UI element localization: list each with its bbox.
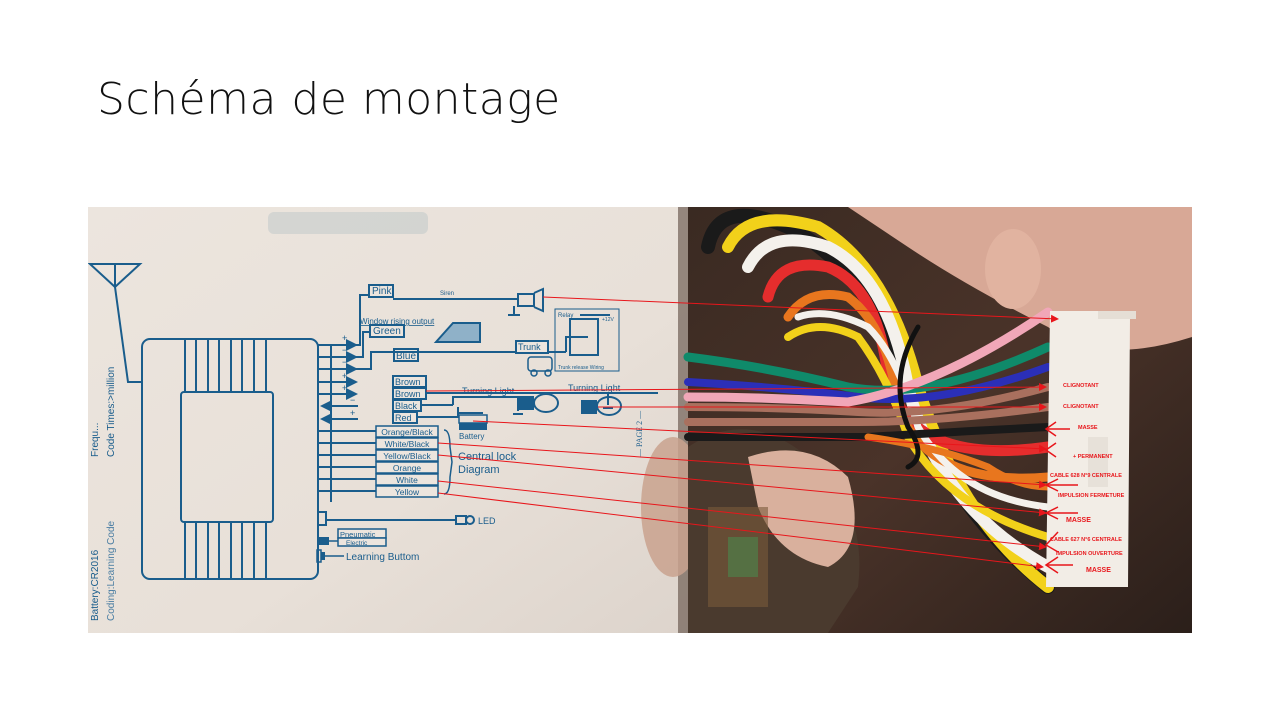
trunk-release-label: Trunk release Wiring xyxy=(558,365,604,371)
slide-title: Schéma de montage xyxy=(97,74,561,125)
connector-label: MASSE xyxy=(1066,517,1091,524)
wiring-figure: + − − + + − + Pink Siren Window rising o… xyxy=(88,207,1192,633)
coding-text: Coding:Learning Code xyxy=(106,520,117,621)
connector-label: MASSE xyxy=(1086,567,1111,574)
connector-label: CABLE 628 N°9 CENTRALE xyxy=(1050,473,1122,479)
relay-label: Relay xyxy=(558,313,573,319)
polarity-sign: + xyxy=(342,371,347,381)
wire-label-blue: Blue xyxy=(396,351,416,362)
connector-label: IMPULSION FERMETURE xyxy=(1058,493,1125,499)
pneumatic-label: Pneumatic xyxy=(340,530,376,539)
page-marker: — PAGE 2 — xyxy=(635,410,644,458)
connector-label: IMPULSION OUVERTURE xyxy=(1056,551,1123,557)
polarity-sign: − xyxy=(342,357,347,367)
connector-label: MASSE xyxy=(1078,425,1098,431)
wire-label-white: White xyxy=(396,475,418,485)
wire-photo: CLIGNOTANT CLIGNOTANT MASSE + PERMANENT … xyxy=(683,207,1192,633)
central-lock-label: Central lock xyxy=(458,451,517,463)
central-lock-label: Diagram xyxy=(458,464,500,476)
turning-light-label: Turning Light xyxy=(568,383,621,393)
battery-icon xyxy=(458,414,488,430)
polarity-sign: + xyxy=(350,408,355,418)
trunk-label: Trunk xyxy=(518,342,541,352)
turn-light-icon xyxy=(518,393,559,413)
connector-label: + PERMANENT xyxy=(1073,454,1113,460)
connector-label: CLIGNOTANT xyxy=(1063,383,1099,389)
wire-label-white-black: White/Black xyxy=(385,439,431,449)
wire-label-red: Red xyxy=(395,413,412,423)
connection-lines xyxy=(425,296,1059,571)
wire-label-black: Black xyxy=(395,401,418,411)
wire-label-green: Green xyxy=(373,326,401,337)
learning-button-icon xyxy=(316,549,344,563)
window-label: Window rising output xyxy=(360,317,435,326)
siren-label: Siren xyxy=(440,291,454,297)
wire-label-pink: Pink xyxy=(372,286,392,297)
polarity-sign: + xyxy=(342,333,347,343)
connector-label: CABLE 627 N°6 CENTRALE xyxy=(1050,537,1122,543)
polarity-sign: + xyxy=(342,383,347,393)
frequency-text: Frequ... xyxy=(90,423,101,457)
turn-light-icon xyxy=(581,396,622,416)
wire-label-orange: Orange xyxy=(393,463,422,473)
battery-label: Battery xyxy=(459,432,484,441)
wire-label-brown: Brown xyxy=(395,377,421,387)
plus-12v-label: +12V xyxy=(602,317,614,323)
wire-label-brown: Brown xyxy=(395,389,421,399)
wire-label-orange-black: Orange/Black xyxy=(381,427,433,437)
battery-spec-text: Battery:CR2016 xyxy=(90,549,101,621)
electric-label: Electric xyxy=(346,540,368,547)
wire-label-yellow-black: Yellow/Black xyxy=(383,451,431,461)
paper-diagram: + − − + + − + Pink Siren Window rising o… xyxy=(88,207,705,633)
car-icon xyxy=(527,356,553,377)
polarity-sign: − xyxy=(342,345,347,355)
code-times-text: Code Times:>million xyxy=(106,367,117,457)
connector-label: CLIGNOTANT xyxy=(1063,404,1099,410)
wire-label-yellow: Yellow xyxy=(395,487,420,497)
polarity-sign: − xyxy=(350,395,355,405)
led-label: LED xyxy=(478,516,496,526)
learning-button-label: Learning Buttom xyxy=(346,552,419,563)
